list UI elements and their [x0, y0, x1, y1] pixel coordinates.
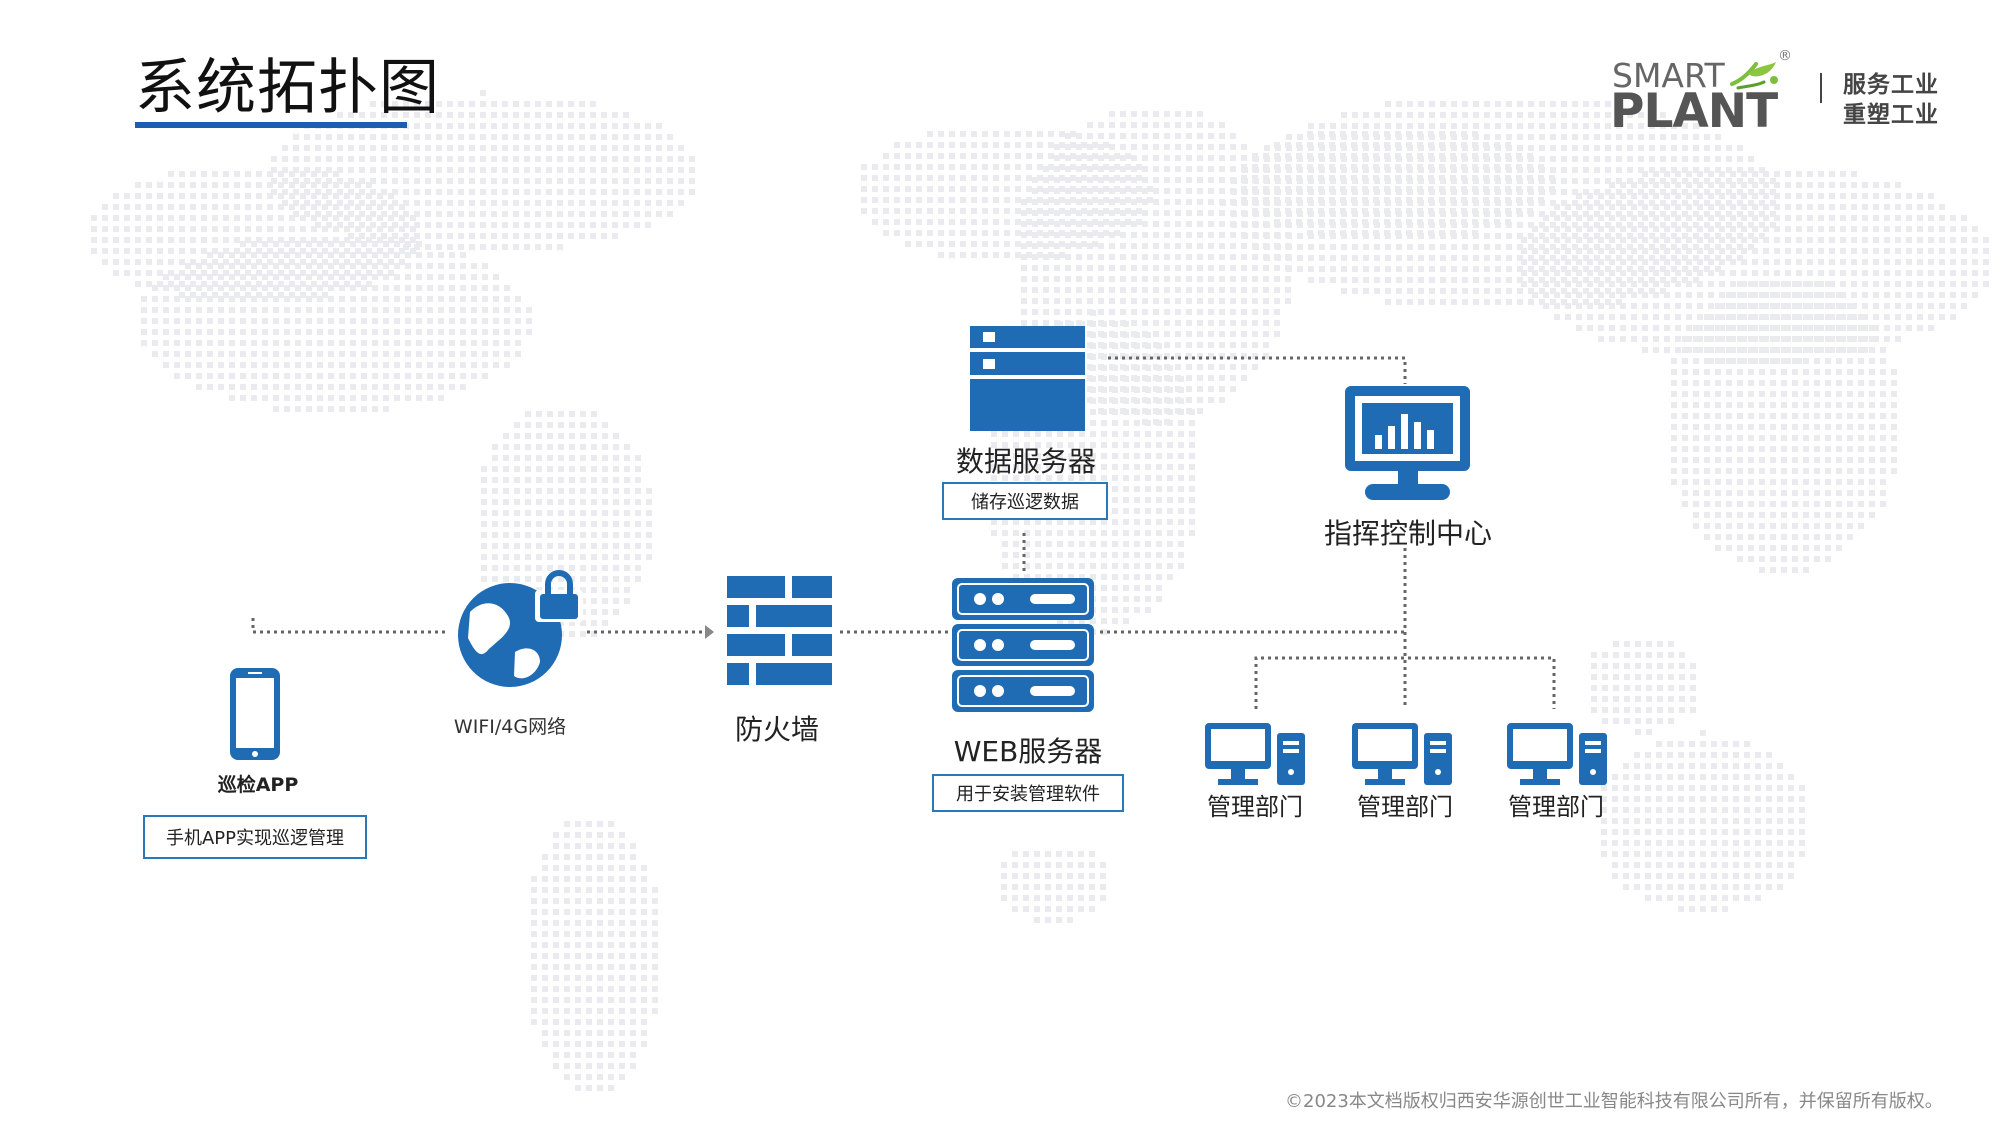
copyright-notice: ©2023本文档版权归西安华源创世工业智能科技有限公司所有，并保留所有版权。	[1285, 1091, 1943, 1112]
web-server-caption-box: 用于安装管理软件	[932, 774, 1124, 812]
network-label: WIFI/4G网络	[453, 716, 567, 738]
connector-app-network	[251, 618, 448, 634]
title-underline	[135, 122, 407, 128]
data-server-label: 数据服务器	[955, 445, 1097, 478]
department-label-2: 管理部门	[1357, 793, 1453, 821]
department-label-3: 管理部门	[1508, 793, 1604, 821]
data-server-caption-box: 储存巡逻数据	[942, 482, 1108, 520]
web-server-label: WEB服务器	[953, 735, 1103, 768]
registered-mark: ®	[1778, 48, 1792, 64]
slogan-line-1: 服务工业	[1843, 72, 1939, 98]
logo-divider	[1820, 73, 1822, 103]
monitor-chart-icon	[1345, 386, 1470, 500]
patrol-app-label: 巡检APP	[217, 774, 299, 796]
desktop-computer-icon	[1507, 723, 1607, 785]
web-server-icon	[952, 578, 1094, 712]
patrol-app-caption-box: 手机APP实现巡逻管理	[143, 815, 367, 859]
firewall-label: 防火墙	[734, 713, 820, 746]
arrowhead	[705, 625, 714, 639]
brick-wall-icon	[727, 576, 832, 685]
globe-lock-icon	[458, 570, 583, 687]
slogan-line-2: 重塑工业	[1843, 102, 1939, 128]
desktop-computer-icon	[1205, 723, 1305, 785]
logo-text-smart: SMART	[1612, 56, 1725, 95]
department-label-1: 管理部门	[1207, 793, 1303, 821]
page-title: 系统拓扑图	[135, 53, 440, 123]
database-server-icon	[970, 326, 1085, 431]
desktop-computer-icon	[1352, 723, 1452, 785]
data-server-caption: 储存巡逻数据	[971, 492, 1079, 513]
leaf-logo-icon	[1730, 62, 1778, 90]
connector-dataserver-command	[1108, 356, 1407, 384]
connectors	[251, 356, 1556, 709]
web-server-caption: 用于安装管理软件	[956, 784, 1100, 805]
patrol-app-caption: 手机APP实现巡逻管理	[165, 828, 345, 849]
smartphone-icon	[230, 668, 280, 760]
command-center-label: 指挥控制中心	[1323, 517, 1493, 550]
logo-text-plant: PLANT	[1610, 84, 1778, 139]
